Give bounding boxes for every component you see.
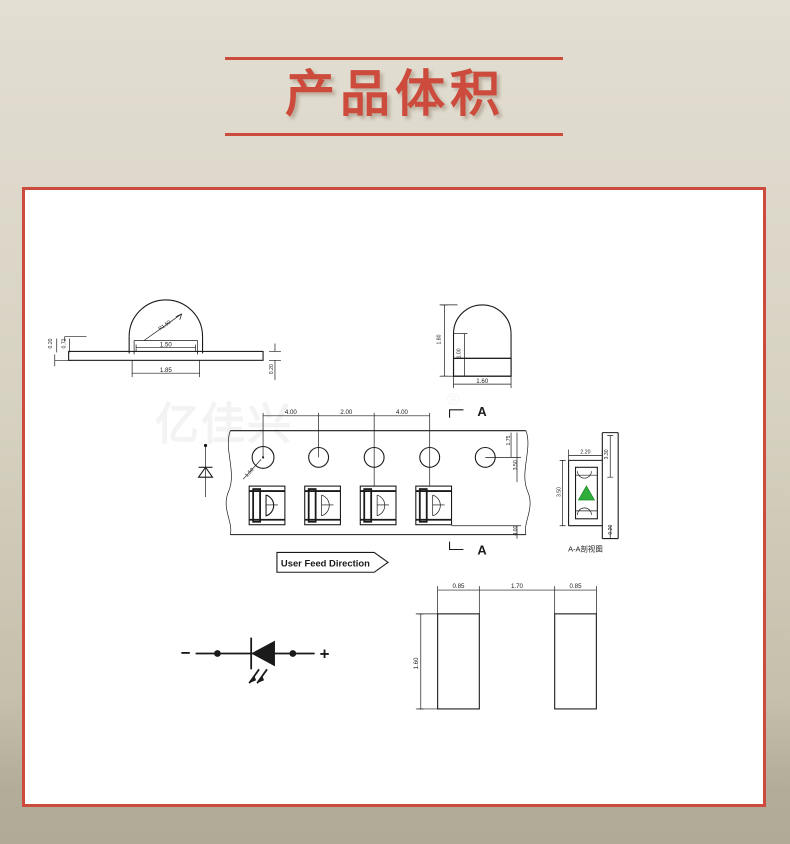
dim-pad-width-left: 0.85 xyxy=(453,583,466,590)
dim-tape-edge-1: 1.75 xyxy=(506,435,512,445)
schematic-minus-label: − xyxy=(181,643,191,662)
pad-left xyxy=(437,613,480,710)
section-marker-label-top: A xyxy=(477,404,486,419)
solder-pad-layout: 0.85 1.70 0.85 1.60 xyxy=(413,583,597,710)
dim-section-height-right: 3.30 xyxy=(604,449,610,459)
light-arrow-2-icon xyxy=(257,675,265,684)
feed-direction-banner: User Feed Direction xyxy=(276,551,389,573)
dim-tape-pitch-1: 4.00 xyxy=(285,409,298,416)
title-rule-top xyxy=(225,57,563,60)
dim-dome-radius: R1.50 xyxy=(158,319,173,332)
light-arrow-1-icon xyxy=(249,675,257,684)
dim-front-160: 1.60 xyxy=(476,378,489,385)
title-rule-bottom xyxy=(225,133,563,136)
title-block: 产品体积 xyxy=(0,0,790,170)
diode-triangle-icon xyxy=(251,640,275,667)
schematic-plus-label: + xyxy=(320,644,330,663)
dim-tape-edge-2: 3.50 xyxy=(513,460,519,470)
dim-pad-height: 1.60 xyxy=(413,657,420,670)
dim-front-180: 1.80 xyxy=(437,334,443,344)
dim-side-020-b: 0.20 xyxy=(269,364,275,374)
dim-pad-width-right: 0.85 xyxy=(570,583,583,590)
schematic-node-anode xyxy=(289,650,297,657)
carrier-tape-view: 4.00 2.00 4.00 1.50 1.75 3.50 4.00 xyxy=(197,404,531,573)
dim-tape-pitch-2: 2.00 xyxy=(340,409,353,416)
pad-right xyxy=(554,613,597,710)
drawing-panel: 亿佳兴 ® xyxy=(22,187,766,807)
front-view: 1.80 1.00 1.60 xyxy=(437,304,512,389)
dim-side-185: 1.85 xyxy=(160,367,173,374)
section-marker-label-bottom: A xyxy=(477,542,486,557)
feed-direction-label: User Feed Direction xyxy=(281,557,370,568)
dim-side-072: 0.72 xyxy=(62,338,68,348)
dim-tape-pitch-3: 4.00 xyxy=(396,409,409,416)
dim-side-020-a: 0.20 xyxy=(48,338,54,348)
dim-section-bottom: 0.20 xyxy=(608,524,614,534)
dim-section-height-left: 3.50 xyxy=(557,487,563,497)
dim-pad-gap: 1.70 xyxy=(511,583,524,590)
tape-orientation-diode-icon xyxy=(197,443,214,497)
dim-front-100: 1.00 xyxy=(456,348,462,358)
side-section-view: 0.20 0.72 1.50 1.85 0.20 R1.50 xyxy=(48,299,281,381)
schematic-node-cathode xyxy=(214,650,221,657)
led-polarity-triangle-icon xyxy=(577,485,596,501)
tape-pocket-group xyxy=(248,485,453,526)
dim-section-width: 2.20 xyxy=(580,449,590,455)
led-schematic-symbol: − + xyxy=(181,637,330,684)
technical-drawing-canvas: 0.20 0.72 1.50 1.85 0.20 R1.50 xyxy=(48,299,619,710)
dim-tape-hole-dia: 1.50 xyxy=(244,467,255,479)
section-aa-view: 2.20 3.30 3.50 0.20 A-A剖视图 xyxy=(557,432,619,553)
page-title: 产品体积 xyxy=(285,66,505,122)
dim-tape-edge-3: 4.00 xyxy=(513,525,519,535)
section-aa-caption: A-A剖视图 xyxy=(568,543,603,553)
dim-side-150: 1.50 xyxy=(160,341,173,348)
